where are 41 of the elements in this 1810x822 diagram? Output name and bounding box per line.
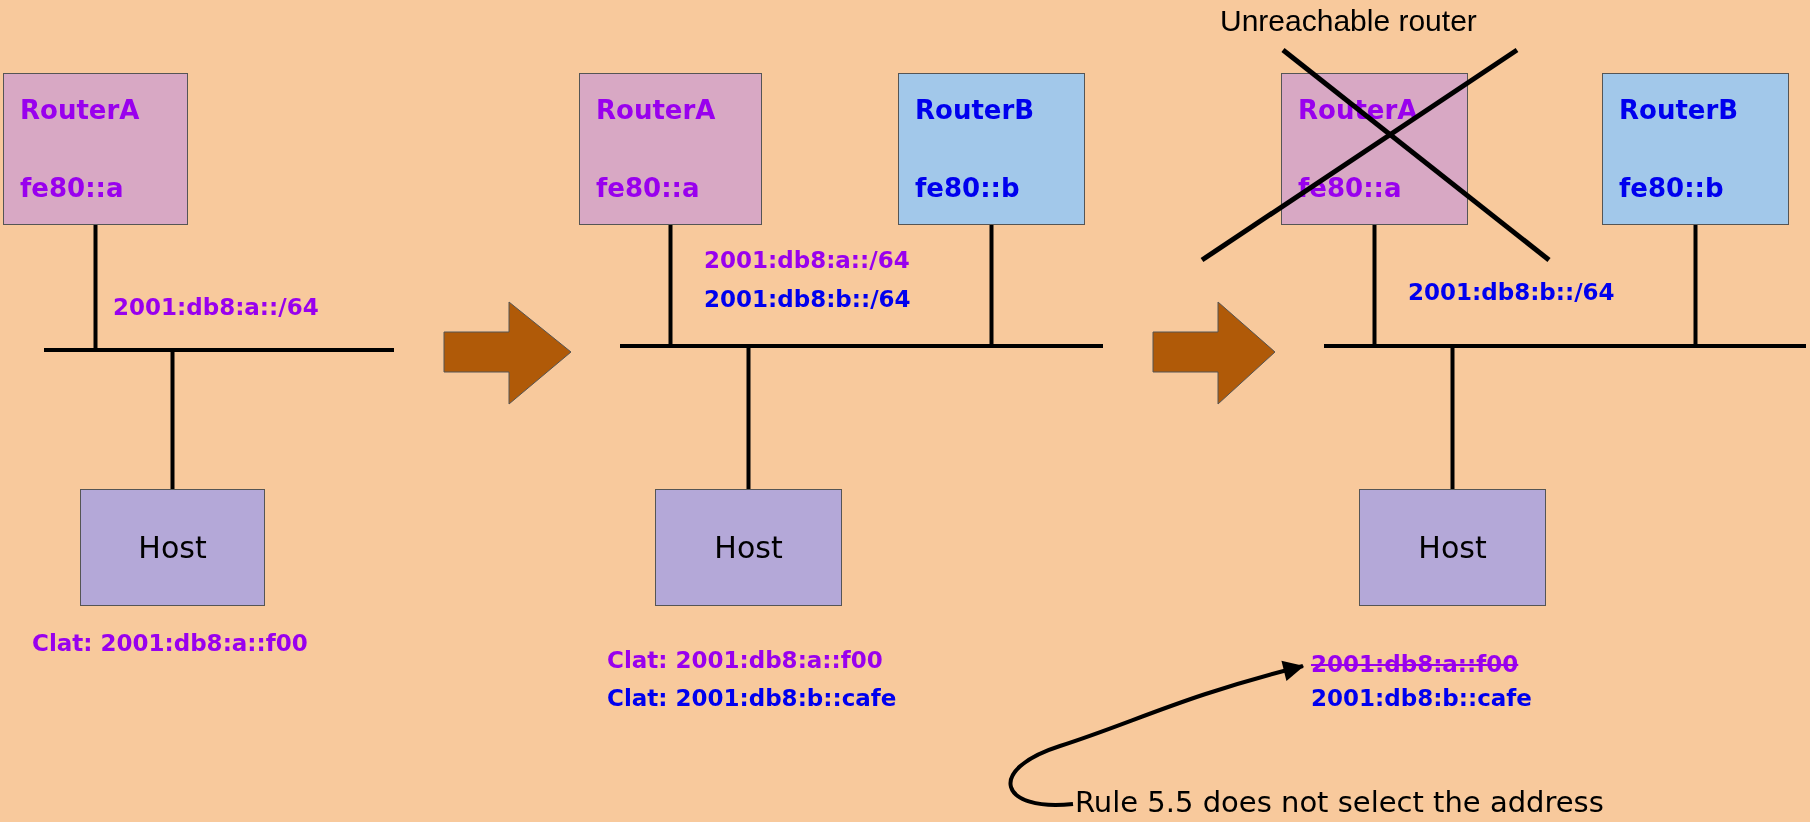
router-box — [898, 73, 1085, 225]
subnet-label: 2001:db8:b::/64 — [704, 288, 911, 311]
curved-arrow — [1008, 661, 1305, 807]
connection-line — [668, 225, 673, 344]
router-label: fe80::a — [20, 171, 125, 204]
subnet-label: 2001:db8:a::/64 — [704, 249, 910, 272]
router-label: fe80::a — [596, 171, 701, 204]
host-label: Host — [714, 529, 783, 567]
connection-line — [1372, 225, 1377, 344]
router-box — [3, 73, 188, 225]
router-box — [579, 73, 762, 225]
router-label: fe80::b — [1619, 171, 1725, 204]
host-label: Host — [138, 529, 207, 567]
router-label: RouterB — [1619, 94, 1740, 127]
address-text: Clat: 2001:db8:a::f00 — [607, 649, 883, 672]
connection-line — [746, 348, 751, 489]
router-label: RouterA — [20, 94, 141, 127]
subnet-label: 2001:db8:b::/64 — [1408, 281, 1615, 304]
router-label: RouterB — [915, 94, 1036, 127]
connection-line — [93, 225, 98, 348]
host-label: Host — [1418, 529, 1487, 567]
host-box — [1359, 489, 1546, 606]
address-text: Clat: 2001:db8:b::cafe — [607, 687, 897, 710]
router-box — [1281, 73, 1468, 225]
subnet-label: 2001:db8:b::cafe — [1311, 687, 1532, 710]
connection-line — [989, 225, 994, 344]
note-text: Rule 5.5 does not select the address — [1075, 784, 1604, 820]
annotation-text: Unreachable router — [1220, 6, 1477, 36]
connection-line — [170, 352, 175, 489]
router-label: RouterA — [596, 94, 717, 127]
host-box — [80, 489, 265, 606]
connection-line — [1693, 225, 1698, 344]
address-text: Clat: 2001:db8:a::f00 — [32, 632, 308, 655]
router-label: fe80::b — [915, 171, 1021, 204]
router-box — [1602, 73, 1789, 225]
struck-address-text: 2001:db8:a::f00 — [1311, 648, 1519, 680]
subnet-label: 2001:db8:a::/64 — [113, 296, 319, 319]
host-box — [655, 489, 842, 606]
connection-line — [1450, 348, 1455, 489]
block-arrow — [1152, 301, 1276, 405]
block-arrow — [443, 301, 572, 405]
